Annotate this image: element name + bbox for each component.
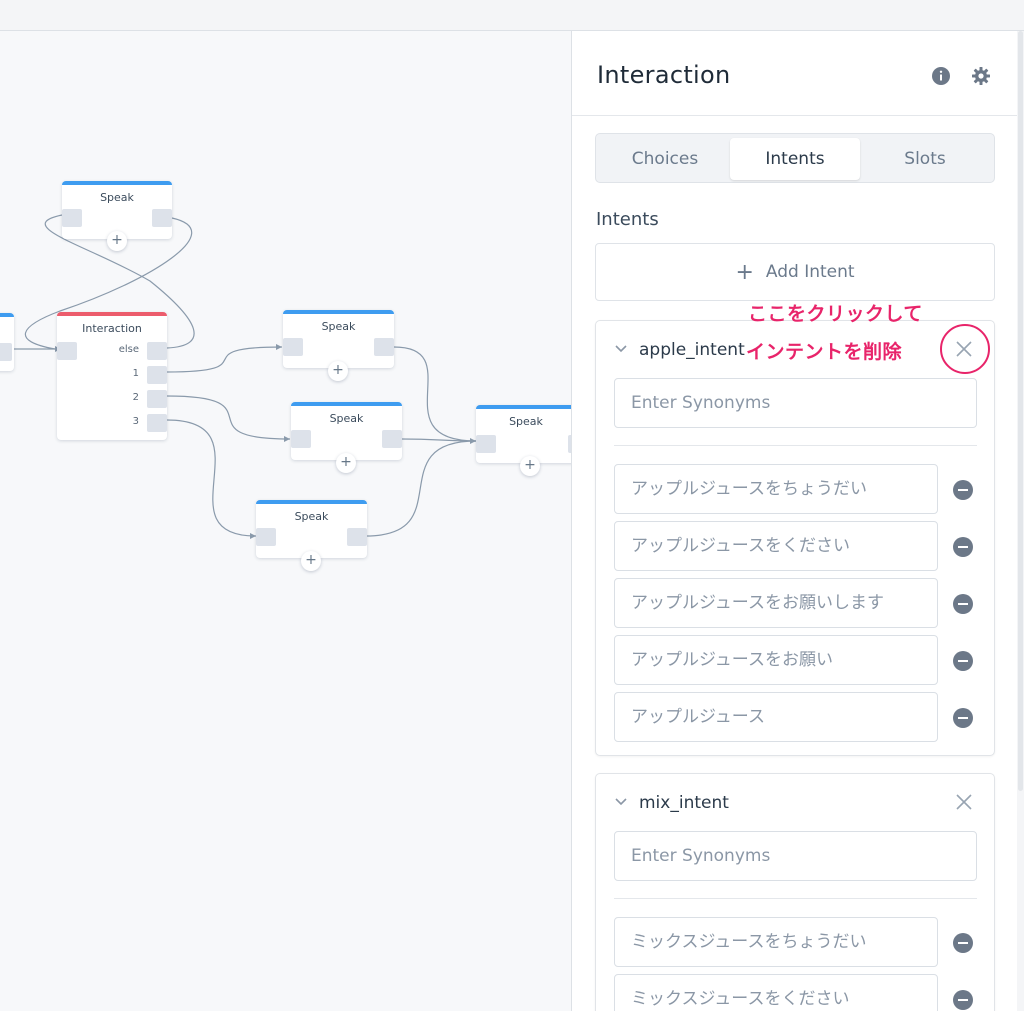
- panel-title: Interaction: [597, 61, 731, 89]
- annotation-text-line2: インテントを削除: [746, 341, 903, 363]
- remove-utterance-icon[interactable]: [953, 708, 973, 728]
- choice-port-1[interactable]: [147, 366, 167, 384]
- node-output-port[interactable]: [374, 338, 394, 356]
- utterance-input[interactable]: アップルジュースをお願い: [614, 635, 938, 685]
- speak-node-5[interactable]: Speak +: [476, 405, 571, 476]
- choice-label-else: else: [118, 344, 139, 355]
- intent-name: apple_intent: [639, 340, 745, 360]
- choice-port-3[interactable]: [147, 414, 167, 432]
- node-output-port[interactable]: [382, 430, 402, 448]
- divider: [614, 445, 977, 446]
- chevron-down-icon[interactable]: [613, 341, 629, 357]
- plus-icon: +: [735, 260, 754, 285]
- connection-lines: [14, 214, 477, 539]
- link-interaction-else-to-speak1: [44, 214, 195, 349]
- choice-port-else[interactable]: [147, 342, 167, 360]
- node-input-port[interactable]: [476, 435, 496, 453]
- add-step-button[interactable]: +: [301, 551, 321, 571]
- link-choice1-to-speak2: [166, 346, 283, 373]
- add-intent-button[interactable]: + Add Intent: [595, 243, 995, 301]
- link-speak1-to-interaction: [24, 217, 193, 350]
- add-step-button[interactable]: +: [520, 456, 540, 476]
- speak-node-2[interactable]: Speak +: [283, 310, 394, 381]
- remove-utterance-icon[interactable]: [953, 990, 973, 1010]
- interaction-node[interactable]: Interaction else 1 2 3: [57, 312, 167, 440]
- intent-card-mix: mix_intent Enter Synonyms ミックスジュースをちょうだい…: [595, 773, 995, 1011]
- speak-node-4[interactable]: Speak +: [256, 500, 367, 571]
- panel-header: Interaction: [572, 31, 1017, 116]
- panel-tabs: Choices Intents Slots: [595, 133, 995, 183]
- utterance-input[interactable]: アップルジュース: [614, 692, 938, 742]
- gear-icon[interactable]: [971, 66, 991, 86]
- panel-scrollbar[interactable]: [1017, 31, 1024, 1011]
- node-input-port[interactable]: [57, 342, 77, 360]
- annotation-highlight-circle: [940, 324, 990, 374]
- remove-utterance-icon[interactable]: [953, 651, 973, 671]
- arrow-head: [470, 438, 476, 444]
- utterance-input[interactable]: ミックスジュースをください: [614, 974, 938, 1011]
- node-output-port[interactable]: [568, 435, 571, 453]
- arrow-head: [250, 533, 256, 539]
- add-intent-label: Add Intent: [765, 262, 855, 282]
- link-speak2-to-speak5: [393, 346, 477, 442]
- link-choice3-to-speak4: [166, 419, 257, 537]
- remove-utterance-icon[interactable]: [953, 594, 973, 614]
- flow-canvas[interactable]: Speak + Interaction else 1 2 3 Speak + S…: [0, 31, 571, 1011]
- scrollbar-thumb[interactable]: [1018, 31, 1023, 791]
- node-title: Speak: [294, 510, 329, 523]
- intent-name: mix_intent: [639, 793, 729, 813]
- node-title: Speak: [509, 415, 543, 428]
- flow-node-partial[interactable]: [0, 313, 14, 371]
- add-step-button[interactable]: +: [107, 231, 127, 251]
- synonyms-input[interactable]: Enter Synonyms: [614, 831, 977, 881]
- tab-choices[interactable]: Choices: [631, 149, 699, 169]
- node-output-port[interactable]: [152, 209, 172, 227]
- interaction-panel: Interaction Choices Intents Slots: [571, 31, 1017, 1011]
- node-input-port[interactable]: [291, 430, 311, 448]
- node-title: Interaction: [82, 322, 142, 335]
- chevron-down-icon[interactable]: [613, 794, 629, 810]
- synonyms-input[interactable]: Enter Synonyms: [614, 378, 977, 428]
- intent-card-apple: apple_intent Enter Synonyms アップルジュースをちょう…: [595, 320, 995, 756]
- utterance-input[interactable]: アップルジュースをちょうだい: [614, 464, 938, 514]
- node-input-port[interactable]: [62, 209, 82, 227]
- info-icon[interactable]: [931, 66, 951, 86]
- arrow-head: [276, 344, 282, 350]
- delete-intent-close-icon[interactable]: [954, 792, 974, 812]
- node-title: Speak: [100, 191, 134, 204]
- choice-label-2: 2: [132, 392, 139, 403]
- tab-slots[interactable]: Slots: [904, 149, 946, 169]
- node-output-port[interactable]: [347, 528, 367, 546]
- speak-node-3[interactable]: Speak +: [291, 402, 402, 473]
- utterance-input[interactable]: アップルジュースをお願いします: [614, 578, 938, 628]
- divider: [614, 898, 977, 899]
- remove-utterance-icon[interactable]: [953, 480, 973, 500]
- link-speak4-to-speak5: [365, 440, 477, 537]
- intents-section-label: Intents: [596, 209, 659, 230]
- link-choice2-to-speak3: [166, 395, 291, 440]
- remove-utterance-icon[interactable]: [953, 933, 973, 953]
- node-output-port[interactable]: [0, 343, 12, 361]
- arrow-head: [284, 436, 290, 442]
- choice-port-2[interactable]: [147, 390, 167, 408]
- tab-intents[interactable]: Intents: [730, 138, 860, 180]
- node-input-port[interactable]: [256, 528, 276, 546]
- speak-node-1[interactable]: Speak +: [62, 181, 172, 251]
- node-title: Speak: [321, 320, 356, 333]
- add-step-button[interactable]: +: [328, 361, 348, 381]
- add-step-button[interactable]: +: [336, 453, 356, 473]
- intent-card-header[interactable]: mix_intent: [596, 774, 994, 830]
- node-title: Speak: [329, 412, 364, 425]
- utterance-input[interactable]: アップルジュースをください: [614, 521, 938, 571]
- annotation-text-line1: ここをクリックして: [748, 303, 923, 325]
- remove-utterance-icon[interactable]: [953, 537, 973, 557]
- choice-label-3: 3: [132, 416, 139, 427]
- utterance-input[interactable]: ミックスジュースをちょうだい: [614, 917, 938, 967]
- node-input-port[interactable]: [283, 338, 303, 356]
- choice-label-1: 1: [132, 368, 139, 379]
- top-bar: [0, 0, 1024, 31]
